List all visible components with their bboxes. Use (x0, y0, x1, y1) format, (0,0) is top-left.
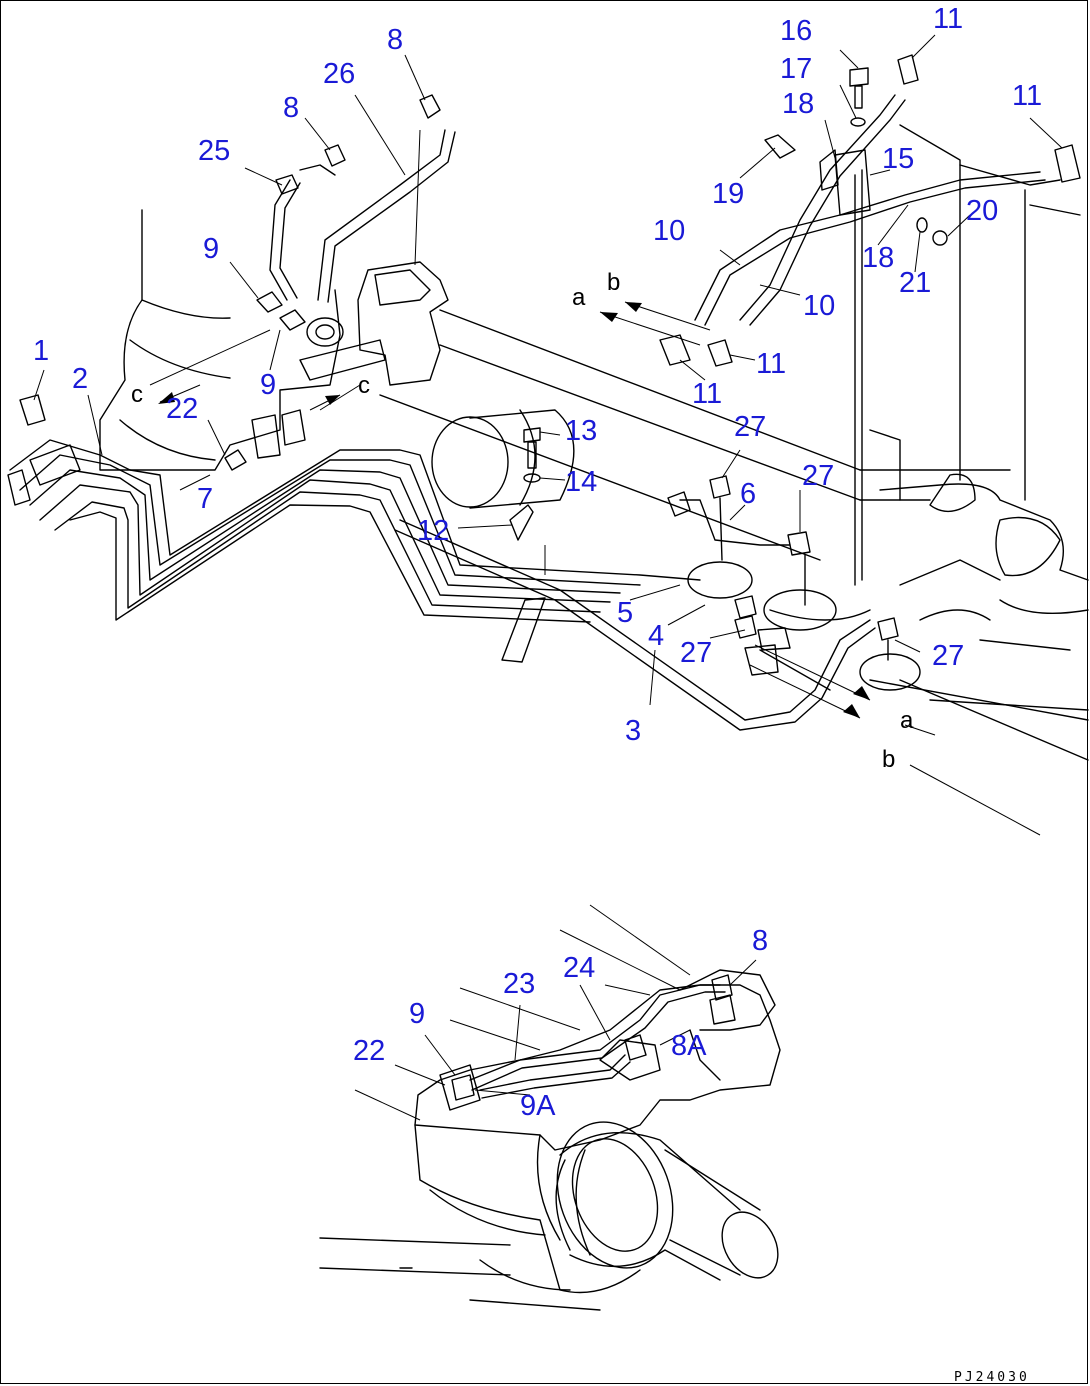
direction-markers: a b c c a b (131, 269, 914, 773)
callout-9-a: 9 (203, 233, 219, 265)
lower-detail-assembly (319, 969, 781, 1311)
callout-27-d: 27 (932, 640, 964, 672)
callout-25: 25 (198, 135, 230, 167)
callout-11-b: 11 (1012, 80, 1042, 112)
marker-a-upper: a (572, 284, 586, 311)
callout-26: 26 (323, 58, 355, 90)
callout-10-b: 10 (803, 290, 835, 322)
callout-8-b: 8 (387, 24, 403, 56)
callout-16: 16 (780, 15, 812, 47)
callout-12: 12 (417, 515, 449, 547)
callout-20: 20 (966, 195, 998, 227)
marker-c-left: c (131, 381, 143, 408)
callout-19: 19 (712, 178, 744, 210)
callout-10-a: 10 (653, 215, 685, 247)
callout-17: 17 (780, 53, 812, 85)
callout-6: 6 (740, 478, 756, 510)
callout-27-a: 27 (734, 411, 766, 443)
drawing-code: PJ24030 (954, 1370, 1030, 1385)
callout-detail-23: 23 (503, 968, 535, 1000)
callout-7: 7 (197, 483, 213, 515)
callout-detail-22: 22 (353, 1035, 385, 1067)
callout-14: 14 (565, 466, 597, 498)
callout-2: 2 (72, 363, 88, 395)
callout-detail-9A: 9A (520, 1090, 556, 1122)
callout-22: 22 (166, 393, 198, 425)
callout-detail-8A: 8A (671, 1030, 707, 1062)
callout-21: 21 (899, 267, 931, 299)
callout-8-a: 8 (283, 92, 299, 124)
marker-a-lower: a (900, 707, 914, 734)
marker-c-right: c (358, 372, 370, 399)
callout-27-c: 27 (680, 637, 712, 669)
callout-4: 4 (648, 620, 664, 652)
marker-b-lower: b (882, 746, 895, 773)
callout-18-a: 18 (782, 88, 814, 120)
marker-b-upper: b (607, 269, 620, 296)
callout-detail-8: 8 (752, 925, 768, 957)
callout-27-b: 27 (802, 460, 834, 492)
upper-assembly (7, 54, 1089, 761)
callout-11-c: 11 (756, 348, 786, 380)
callout-9-b: 9 (260, 369, 276, 401)
callout-13: 13 (565, 415, 597, 447)
callout-5: 5 (617, 597, 633, 629)
callout-11-d: 11 (692, 378, 722, 410)
leader-lines-upper (33, 34, 1063, 836)
callout-11-a: 11 (933, 3, 963, 35)
leader-lines-lower (354, 904, 757, 1121)
callout-18-b: 18 (862, 242, 894, 274)
callout-1: 1 (33, 335, 49, 367)
callout-detail-9: 9 (409, 998, 425, 1030)
callout-15: 15 (882, 143, 914, 175)
callout-detail-24: 24 (563, 952, 595, 984)
callout-labels: 1 2 3 4 5 6 7 8 8 9 9 10 10 11 11 11 11 … (33, 3, 1042, 1122)
callout-3: 3 (625, 715, 641, 747)
